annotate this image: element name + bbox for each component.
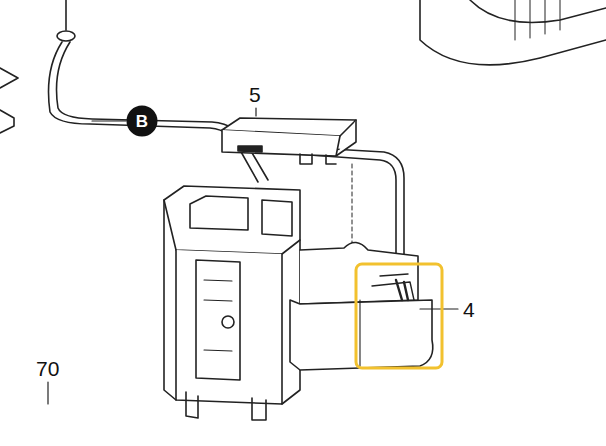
wire	[57, 42, 269, 180]
wire	[65, 0, 67, 30]
housing-fragment	[420, 0, 606, 65]
leader-line	[255, 108, 256, 116]
connector-pins	[396, 280, 408, 300]
part-fragment	[0, 110, 14, 133]
callout-number: 70	[36, 358, 59, 379]
callout-letter: B	[136, 113, 148, 130]
wire	[49, 42, 259, 182]
callout-number: 4	[463, 299, 475, 320]
connector-pins	[372, 274, 414, 300]
housing-fragment	[515, 0, 560, 40]
leader-line	[92, 120, 126, 121]
switch-face	[196, 260, 240, 380]
switch-module	[290, 300, 433, 370]
leader-line	[420, 308, 458, 309]
cover-part	[222, 120, 356, 156]
part-fragment	[0, 68, 18, 88]
switch-detail	[190, 196, 248, 230]
switch-module	[300, 242, 418, 304]
highlight-frame	[356, 264, 442, 368]
switch-body	[164, 200, 176, 400]
switch-body	[176, 250, 282, 404]
circle-fill	[127, 106, 158, 137]
callout-circle: B	[126, 105, 158, 137]
cover-tab	[300, 154, 336, 164]
switch-detail	[262, 200, 292, 236]
switch-module	[359, 300, 360, 366]
leader-line	[47, 382, 48, 404]
screw	[222, 316, 234, 328]
switch-body	[164, 186, 300, 254]
switch-terminal	[186, 392, 266, 420]
wire-end	[57, 31, 75, 41]
cover-slot	[238, 146, 262, 152]
callout-number: 5	[249, 84, 261, 105]
housing-fragment	[470, 0, 606, 23]
